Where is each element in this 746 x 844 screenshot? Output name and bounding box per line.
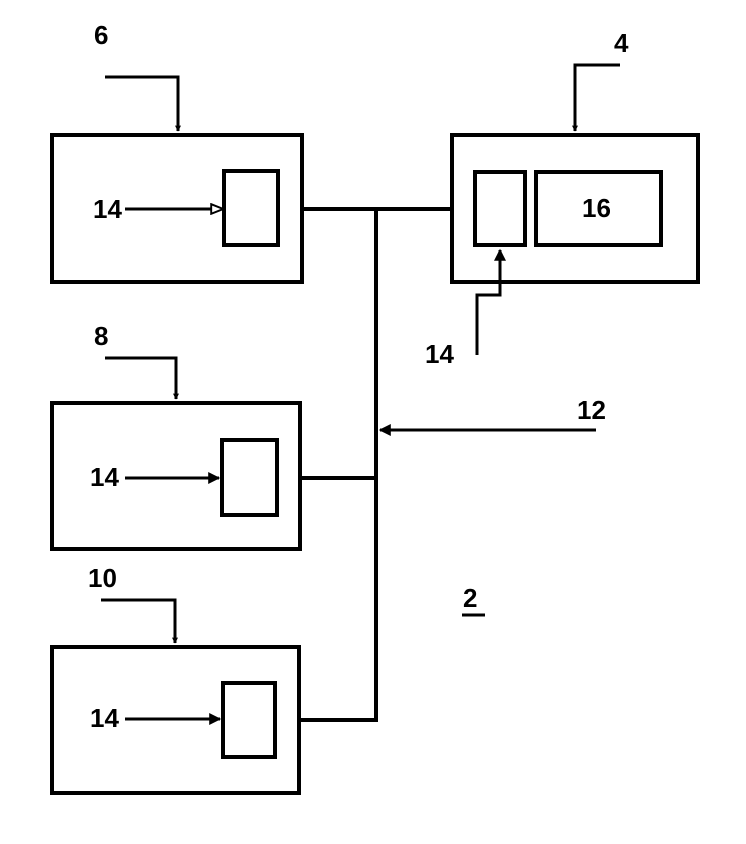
bus-label: 12 bbox=[577, 395, 606, 425]
module-6-feed-arrow bbox=[105, 77, 178, 131]
system-label: 2 bbox=[463, 583, 477, 613]
module-8-inner-block bbox=[222, 440, 277, 515]
module-8: 14 8 bbox=[52, 321, 300, 549]
module-6-inner-block bbox=[224, 171, 278, 245]
module-10-label: 10 bbox=[88, 563, 117, 593]
module-6-label: 6 bbox=[94, 20, 108, 50]
module-8-feed-arrow bbox=[105, 358, 176, 399]
module-4-input-arrow bbox=[477, 250, 500, 355]
module-8-input-label: 14 bbox=[90, 462, 119, 492]
module-8-label: 8 bbox=[94, 321, 108, 351]
bus-12: 12 bbox=[299, 209, 606, 720]
module-4-feed-arrow bbox=[575, 65, 620, 131]
module-6-input-label: 14 bbox=[93, 194, 122, 224]
module-4-label: 4 bbox=[614, 28, 629, 58]
module-6: 14 6 bbox=[52, 20, 302, 282]
module-4-inner-block bbox=[475, 172, 525, 245]
module-10-feed-arrow bbox=[101, 600, 175, 643]
module-10-inner-block bbox=[223, 683, 275, 757]
unit-16-label: 16 bbox=[582, 193, 611, 223]
module-4-input-label: 14 bbox=[425, 339, 454, 369]
module-4: 16 14 4 bbox=[425, 28, 698, 369]
system-reference: 2 bbox=[462, 583, 485, 615]
module-10-input-label: 14 bbox=[90, 703, 119, 733]
module-10: 14 10 bbox=[52, 563, 299, 793]
